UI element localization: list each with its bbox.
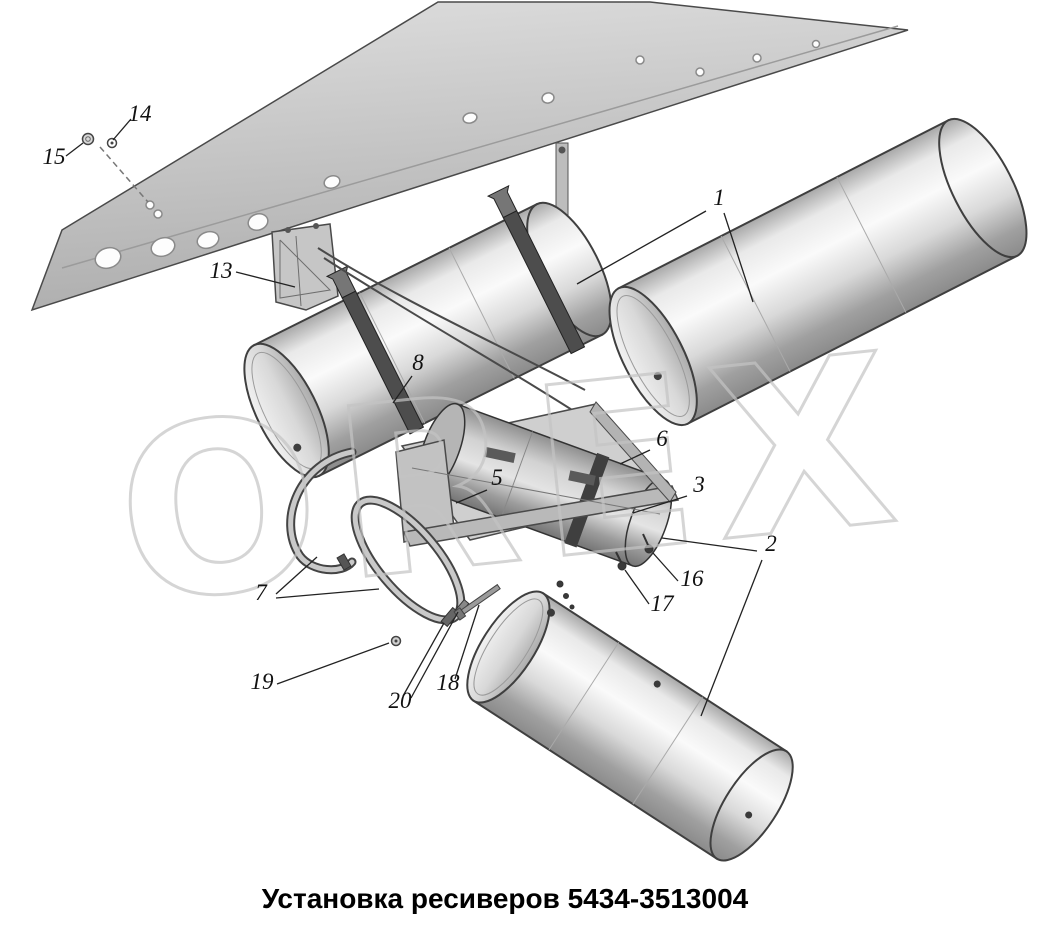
mounting-strap-rear xyxy=(486,184,586,355)
callout-label: 1 xyxy=(713,185,725,210)
frame-rail-holes xyxy=(94,39,821,270)
strap-left-end xyxy=(336,553,352,571)
callout-16: 16 xyxy=(652,552,705,591)
receiver-bottom-port-mid xyxy=(653,680,661,688)
receiver-upper-port xyxy=(653,372,662,381)
receiver-upper xyxy=(608,117,1028,427)
receiver-middle-end-cap xyxy=(243,342,330,479)
callout-15: 15 xyxy=(43,142,84,169)
bolt-15-hex xyxy=(85,136,91,142)
washer-14-hole xyxy=(110,141,114,145)
bracket-gusset xyxy=(279,239,332,299)
callout-13: 13 xyxy=(210,258,296,288)
callout-label: 15 xyxy=(43,144,66,169)
receiver-upper-far-cap xyxy=(938,117,1028,259)
receiver-bottom-far-cap xyxy=(709,748,794,862)
callout-label: 6 xyxy=(656,426,668,451)
receiver-upper-end-cap xyxy=(608,285,698,427)
frame-rail-crease xyxy=(61,25,899,269)
callout-6: 6 xyxy=(619,426,668,465)
support-bracket xyxy=(271,223,339,311)
callout-label: 19 xyxy=(251,669,275,694)
bolt-18 xyxy=(453,583,501,621)
callout-label: 3 xyxy=(692,472,705,497)
drain-valve-16 xyxy=(644,544,654,554)
frame-rail xyxy=(30,1,909,312)
callout-20: 20 xyxy=(389,611,459,713)
bracket-plate xyxy=(271,223,339,311)
drain-valve-17 xyxy=(617,561,627,571)
receiver-middle-port xyxy=(293,443,302,452)
callout-7: 7 xyxy=(255,556,380,605)
callout-19: 19 xyxy=(251,642,390,694)
callout-label: 7 xyxy=(255,580,268,605)
cradle-front-bar xyxy=(402,485,680,547)
callout-label: 20 xyxy=(389,688,413,713)
tie-rods xyxy=(317,247,601,429)
callout-label: 13 xyxy=(210,258,233,283)
receiver-middle xyxy=(243,184,613,479)
strap-left-inner xyxy=(288,449,355,573)
assembly-axis-dashed-line xyxy=(99,146,149,203)
small-hardware xyxy=(390,583,501,647)
callout-8: 8 xyxy=(392,350,424,404)
callout-label: 17 xyxy=(651,591,676,616)
callouts: 14 15 13 1 8 6 5 3 xyxy=(43,101,777,717)
drain-fittings xyxy=(556,533,654,610)
diagram-caption: Установка ресиверов 5434-3513004 xyxy=(262,883,749,914)
cradle-slot xyxy=(484,446,516,464)
fastener-bolt-washer xyxy=(81,132,149,203)
receiver-bottom-port-end xyxy=(745,811,753,819)
bolt-15 xyxy=(81,132,95,146)
callout-17: 17 xyxy=(624,569,676,616)
callout-18: 18 xyxy=(437,604,480,695)
callout-label: 2 xyxy=(765,531,777,556)
callout-label: 5 xyxy=(491,465,503,490)
receiver-bottom-port-top xyxy=(546,608,555,617)
callout-label: 8 xyxy=(412,350,424,375)
receiver-bottom xyxy=(466,590,794,862)
frame-rail-web xyxy=(30,1,909,312)
callout-5: 5 xyxy=(455,465,503,504)
callout-3: 3 xyxy=(632,472,705,514)
callout-label: 18 xyxy=(437,670,461,695)
mounting-strap-front xyxy=(325,265,425,435)
callout-14: 14 xyxy=(112,101,152,141)
callout-1: 1 xyxy=(576,185,754,303)
receiver-bottom-end-cap xyxy=(466,590,551,704)
callout-label: 14 xyxy=(129,101,152,126)
cradle-slot xyxy=(568,470,596,486)
watermark-text: OREX xyxy=(106,302,925,657)
callout-label: 16 xyxy=(681,566,705,591)
callout-2: 2 xyxy=(661,531,777,717)
